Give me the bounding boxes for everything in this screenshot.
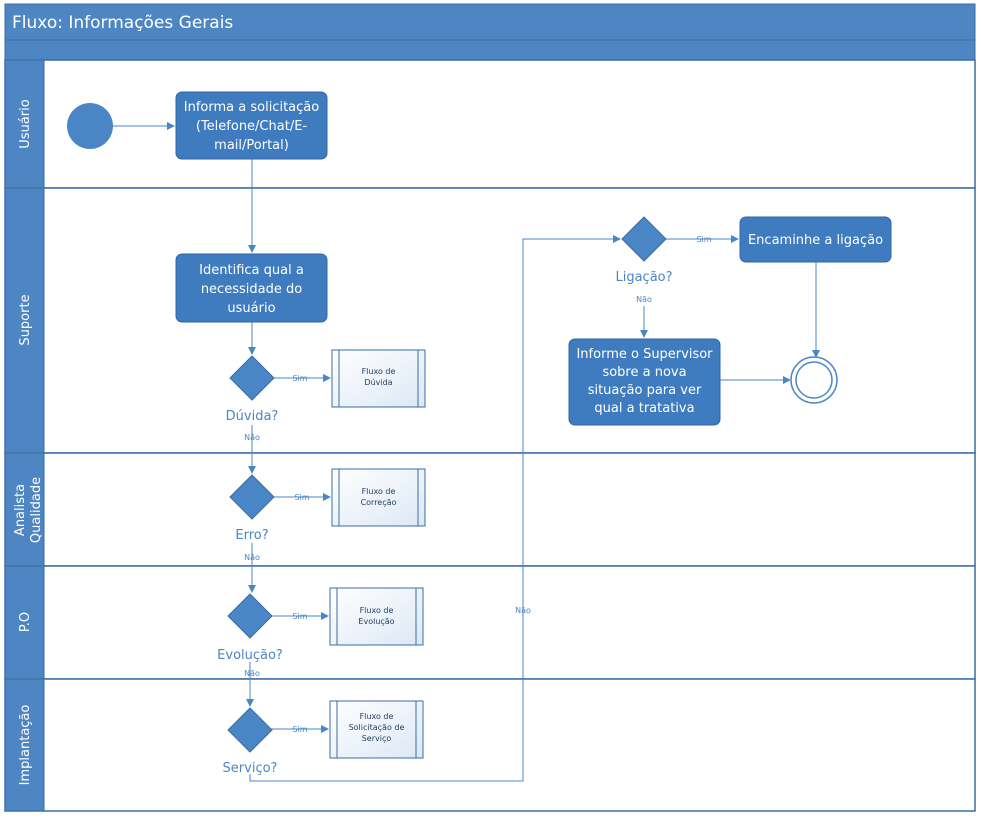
lane-implantacao (4, 678, 976, 812)
diagram-title: Fluxo: Informações Gerais (12, 13, 233, 33)
task-encaminhe[interactable]: Encaminhe a ligação (739, 216, 892, 263)
lane-label-qualidade: AnalistaQualidade (13, 477, 44, 543)
lane-qualidade (4, 452, 976, 567)
edge-label-ligacao-nao: Não (636, 295, 652, 304)
edge-label-erro-nao: Não (244, 553, 260, 562)
edge-label-evolucao-nao: Não (244, 669, 260, 678)
task-informa[interactable]: Informa a solicitação(Telefone/Chat/E-ma… (175, 91, 328, 160)
header-strip (4, 39, 976, 61)
title-bar (4, 3, 976, 41)
edge-label-evolucao-sim: Sim (292, 612, 307, 621)
start-event (67, 103, 113, 149)
decision-servico-label: Serviço? (223, 761, 278, 776)
decision-duvida[interactable]: Dúvida? (226, 355, 279, 424)
edge-label-ligacao-sim: Sim (696, 235, 711, 244)
lane-header-usuario (4, 59, 45, 189)
decision-evolucao-label: Evolução? (217, 648, 283, 663)
decision-duvida-label: Dúvida? (226, 409, 279, 424)
lane-usuario (4, 59, 976, 189)
task-informa-label: Informa a solicitação(Telefone/Chat/E-ma… (184, 100, 319, 153)
lane-label-implantacao: Implantação (18, 705, 33, 786)
decision-ligacao[interactable]: Ligação? (615, 216, 673, 285)
edge-label-servico-sim: Sim (292, 725, 307, 734)
lane-header-implantacao (4, 678, 45, 812)
edge-label-erro-sim: Sim (294, 493, 309, 502)
edge-servico-nao (249, 235, 621, 782)
lane-header-po (4, 565, 45, 680)
task-encaminhe-label: Encaminhe a ligação (748, 233, 883, 248)
edge-label-duvida-nao: Não (244, 433, 260, 442)
lanes: Usuário Suporte AnalistaQualidade P.O Im… (4, 59, 976, 812)
edge-labels: Sim Não Sim Não Sim Não Sim Não Sim Não (244, 235, 712, 734)
lane-label-po: P.O (18, 612, 33, 632)
end-event (790, 356, 838, 404)
decision-erro[interactable]: Erro? (229, 474, 275, 543)
decision-servico[interactable]: Serviço? (223, 707, 278, 776)
lane-label-usuario: Usuário (18, 99, 33, 148)
decision-ligacao-label: Ligação? (615, 270, 672, 285)
edge-label-servico-nao: Não (515, 606, 531, 615)
lane-header-suporte (4, 187, 45, 454)
edge-label-duvida-sim: Sim (292, 374, 307, 383)
decision-evolucao[interactable]: Evolução? (217, 593, 283, 663)
decision-erro-label: Erro? (235, 528, 268, 543)
lane-label-suporte: Suporte (18, 294, 33, 345)
lane-po (4, 565, 976, 680)
connectors (113, 122, 820, 782)
